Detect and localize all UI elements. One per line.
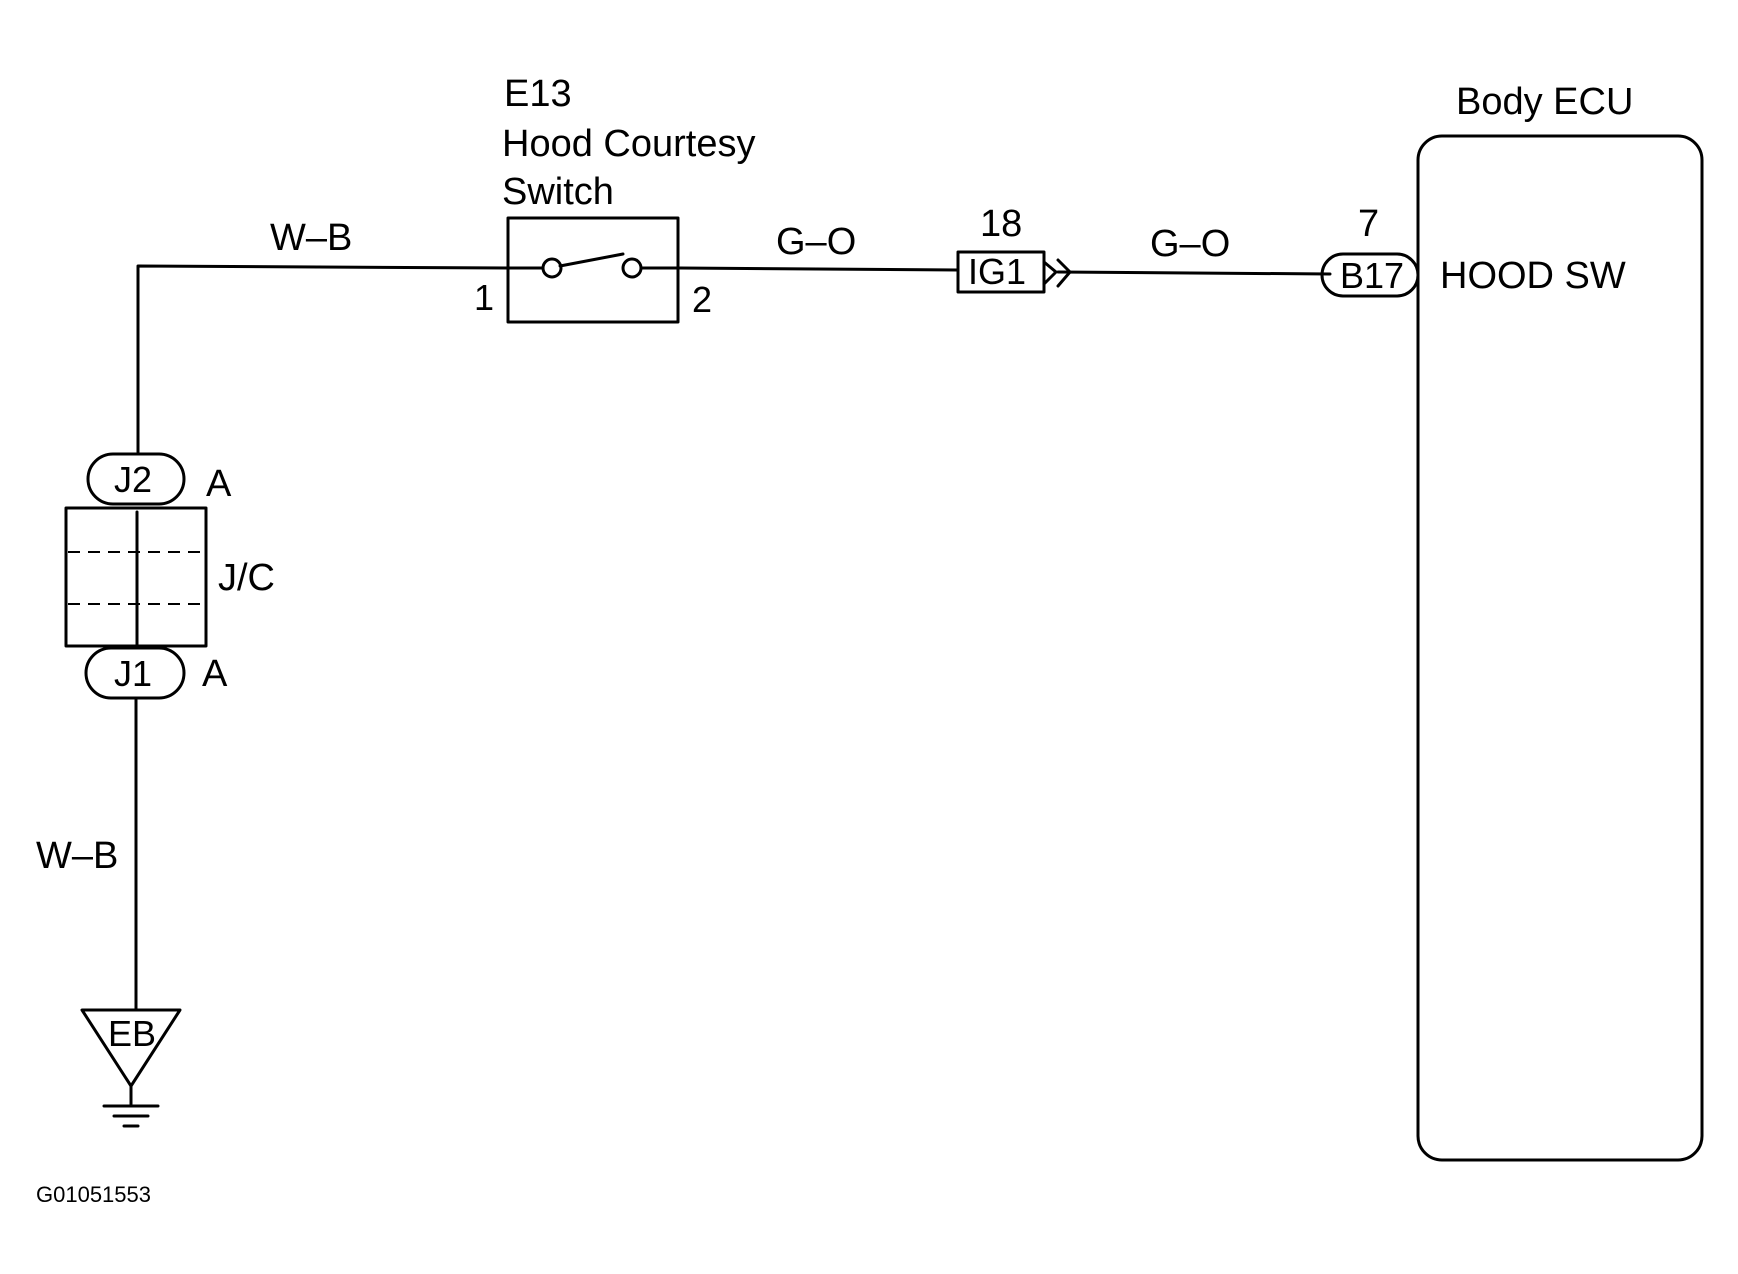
j1-suffix: A — [202, 653, 228, 695]
switch-pin-right: 2 — [692, 279, 712, 320]
ecu-pin-number: 7 — [1358, 203, 1379, 245]
j1-connector — [84, 646, 186, 700]
j1-connector-label: J1 — [114, 653, 152, 694]
wire-g-o-ig1-to-ecu — [1056, 270, 1332, 276]
ig1-connector-label: IG1 — [968, 251, 1026, 292]
b17-connector — [1320, 252, 1420, 298]
switch-name-line2: Switch — [502, 171, 614, 213]
hood-courtesy-switch — [506, 216, 680, 324]
switch-pin-left: 1 — [474, 277, 494, 318]
switch-name-line1: Hood Courtesy — [502, 123, 755, 165]
junction-label: J/C — [218, 557, 275, 599]
ig1-pin-number: 18 — [980, 203, 1022, 245]
ecu-terminal-hood-sw: HOOD SW — [1440, 255, 1626, 297]
b17-connector-label: B17 — [1340, 255, 1404, 296]
j2-connector-label: J2 — [114, 459, 152, 500]
j2-suffix: A — [206, 463, 232, 505]
body-ecu-box — [1416, 134, 1704, 1162]
wire-label-w-b-upper: W–B — [270, 217, 352, 259]
wire-label-g-o-left: G–O — [776, 221, 856, 263]
wire-label-g-o-right: G–O — [1150, 223, 1230, 265]
ground-symbol — [80, 1008, 182, 1128]
switch-id: E13 — [504, 73, 572, 115]
ig1-connector — [956, 250, 1072, 294]
j2-connector — [86, 452, 186, 506]
ground-label: EB — [108, 1013, 156, 1054]
wire-label-w-b-lower: W–B — [36, 835, 118, 877]
junction-connector-block — [64, 506, 208, 648]
figure-code: G01051553 — [36, 1182, 151, 1207]
wire-g-o-switch-to-ig1 — [678, 266, 960, 272]
wire-w-b-upper — [136, 264, 510, 454]
body-ecu-title: Body ECU — [1456, 81, 1633, 123]
